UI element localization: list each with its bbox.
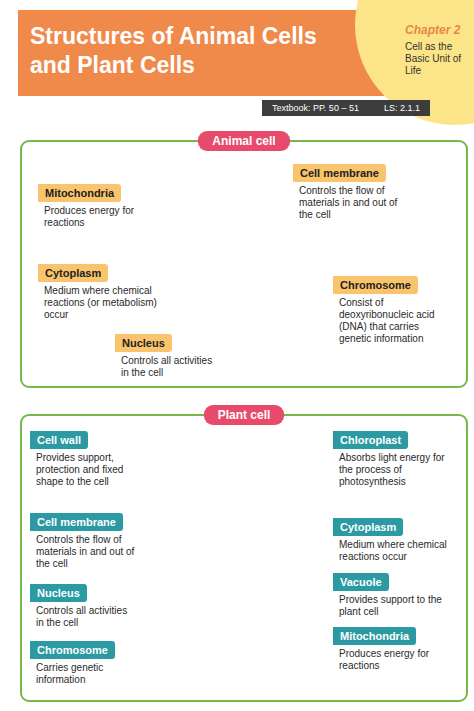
callout-head-row: Cell membrane [293, 163, 413, 182]
callout: ChromosomeCarries genetic information [30, 640, 142, 686]
callout: NucleusControls all activities in the ce… [30, 583, 142, 629]
panel-title: Plant cell [204, 405, 285, 425]
callout-head-row: Chromosome [333, 275, 455, 294]
callout-head-row: Cell wall [30, 430, 142, 449]
part-function: Provides support, protection and fixed s… [30, 449, 142, 488]
callout-head-row: Mitochondria [333, 626, 455, 645]
learning-standard: LS: 2.1.1 [384, 103, 420, 113]
part-function: Controls all activities in the cell [30, 602, 142, 629]
callout: ChloroplastAbsorbs light energy for the … [333, 430, 455, 488]
callout: Cell membraneControls the flow of materi… [30, 512, 142, 570]
part-function: Controls the flow of materials in and ou… [30, 531, 142, 570]
panel-tab: Plant cell [22, 405, 466, 425]
callout-head-row: Nucleus [115, 333, 227, 352]
callout-head-row: Chromosome [30, 640, 142, 659]
callout-head-row: Cell membrane [30, 512, 142, 531]
callout: VacuoleProvides support to the plant cel… [333, 572, 455, 618]
callout-head-row: Vacuole [333, 572, 455, 591]
part-function: Produces energy for reactions [333, 645, 455, 672]
callout: CytoplasmMedium where chemical reactions… [38, 263, 164, 321]
part-function: Provides support to the plant cell [333, 591, 455, 618]
part-function: Medium where chemical reactions occur [333, 536, 455, 563]
part-function: Controls all activities in the cell [115, 352, 227, 379]
cell-panel: Plant cellCell wallProvides support, pro… [20, 414, 468, 702]
callout: ChromosomeConsist of deoxyribonucleic ac… [333, 275, 455, 345]
callout-head-row: Cytoplasm [38, 263, 164, 282]
callout: CytoplasmMedium where chemical reactions… [333, 517, 455, 563]
callout-head-row: Chloroplast [333, 430, 455, 449]
part-name: Cytoplasm [38, 264, 108, 282]
cell-panel: Animal cellMitochondriaProduces energy f… [20, 140, 468, 388]
part-function: Controls the flow of materials in and ou… [293, 182, 413, 221]
part-name: Cell wall [30, 431, 88, 449]
part-name: Mitochondria [38, 184, 121, 202]
part-name: Mitochondria [333, 627, 416, 645]
page-title: Structures of Animal Cells and Plant Cel… [30, 22, 360, 80]
part-name: Chromosome [333, 276, 418, 294]
callout: MitochondriaProduces energy for reaction… [333, 626, 455, 672]
part-name: Chloroplast [333, 431, 408, 449]
part-name: Nucleus [115, 334, 172, 352]
chapter-name: Cell as the Basic Unit of Life [405, 41, 474, 77]
panel-title: Animal cell [198, 131, 289, 151]
part-name: Cytoplasm [333, 518, 403, 536]
textbook-pages: Textbook: PP. 50 – 51 [272, 103, 359, 113]
part-name: Chromosome [30, 641, 115, 659]
part-function: Absorbs light energy for the process of … [333, 449, 455, 488]
part-function: Produces energy for reactions [38, 202, 152, 229]
callout: NucleusControls all activities in the ce… [115, 333, 227, 379]
callout: Cell wallProvides support, protection an… [30, 430, 142, 488]
callout-head-row: Mitochondria [38, 183, 152, 202]
part-name: Cell membrane [30, 513, 123, 531]
callout: Cell membraneControls the flow of materi… [293, 163, 413, 221]
part-name: Vacuole [333, 573, 389, 591]
part-name: Nucleus [30, 584, 87, 602]
callout-head-row: Cytoplasm [333, 517, 455, 536]
callout: MitochondriaProduces energy for reaction… [38, 183, 152, 229]
part-function: Carries genetic information [30, 659, 142, 686]
reference-bar: Textbook: PP. 50 – 51 LS: 2.1.1 [262, 100, 430, 116]
callout-head-row: Nucleus [30, 583, 142, 602]
chapter-text: Chapter 2 Cell as the Basic Unit of Life [405, 23, 474, 77]
chapter-number: Chapter 2 [405, 23, 474, 37]
part-name: Cell membrane [293, 164, 386, 182]
panel-tab: Animal cell [22, 131, 466, 151]
part-function: Medium where chemical reactions (or meta… [38, 282, 164, 321]
part-function: Consist of deoxyribonucleic acid (DNA) t… [333, 294, 455, 345]
